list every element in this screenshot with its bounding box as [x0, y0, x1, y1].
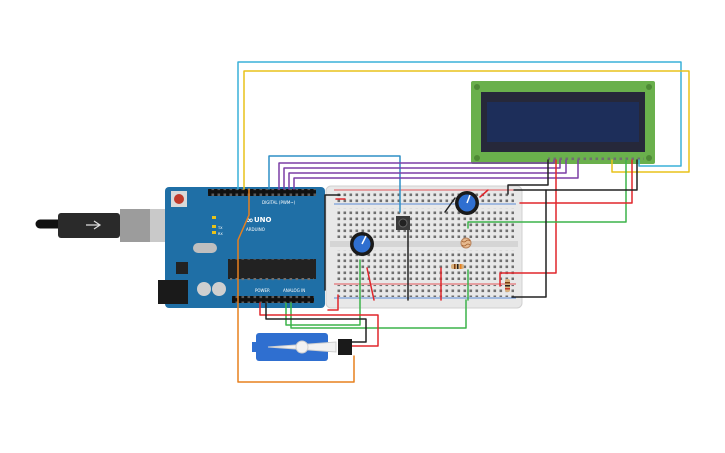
led-l — [212, 216, 216, 219]
lcd-16x2[interactable] — [471, 81, 655, 164]
wire-purple-2[interactable] — [283, 159, 561, 190]
center-channel — [330, 241, 518, 247]
servo-horn-hub — [295, 340, 309, 354]
usb-icon — [86, 220, 102, 230]
resistor-2[interactable] — [505, 279, 510, 292]
photoresistor[interactable] — [460, 237, 472, 249]
top-power-rail[interactable] — [336, 191, 514, 203]
voltage-regulator — [176, 262, 188, 274]
lcd-mount-hole-3 — [474, 155, 480, 161]
wire-red-lcd-2[interactable] — [519, 159, 633, 204]
wire-black-pot2[interactable] — [444, 197, 456, 213]
breadboard[interactable] — [325, 185, 523, 309]
wire-purple-1[interactable] — [278, 159, 555, 190]
analog-header-label: ANALOG IN — [283, 288, 305, 293]
arduino-uno-board[interactable]: ∞ UNO ARDUINO DIGITAL (PWM~) POWER ANALO… — [158, 187, 325, 308]
atmega-chip — [228, 259, 316, 279]
pushbutton[interactable] — [396, 216, 410, 230]
wire-red-pot2[interactable] — [479, 189, 489, 198]
rx-label: RX — [218, 232, 223, 236]
power-jack — [158, 280, 188, 304]
wire-red-5v[interactable] — [259, 302, 379, 347]
pushbutton-cap[interactable] — [398, 218, 408, 228]
led-rx — [212, 231, 216, 234]
wire-red-rail[interactable] — [327, 294, 339, 311]
arduino-logo-icon: ∞ — [246, 216, 254, 226]
resistor2-band-1 — [505, 282, 510, 284]
ldr-trace — [461, 239, 471, 247]
lcd-mount-hole-4 — [646, 155, 652, 161]
chip-pins-bottom — [230, 278, 314, 281]
resistor1-band-1 — [454, 264, 456, 269]
resistor-1[interactable] — [451, 264, 464, 269]
servo-connector — [338, 339, 352, 355]
wire-purple-4[interactable] — [293, 159, 579, 190]
wire-black-gnd[interactable] — [265, 302, 367, 343]
resistor2-band-2 — [505, 285, 510, 287]
lcd-pin-header[interactable] — [548, 157, 644, 163]
wire-blue-button[interactable] — [268, 155, 401, 213]
arduino-brand-label: ARDUINO — [246, 227, 265, 232]
capacitor-2 — [212, 282, 226, 296]
pot1-indicator — [361, 235, 367, 245]
pot2-indicator — [466, 194, 471, 204]
resistor2-band-3 — [505, 288, 510, 290]
led-tx — [212, 225, 216, 228]
resistor1-band-3 — [460, 264, 462, 269]
micro-servo[interactable] — [252, 333, 352, 361]
wire-yellow[interactable] — [243, 70, 690, 190]
chip-pins-top — [230, 257, 314, 260]
lcd-mount-hole-1 — [474, 84, 480, 90]
arduino-model-label: UNO — [254, 216, 272, 224]
capacitor-1 — [197, 282, 211, 296]
resistor1-band-2 — [457, 264, 459, 269]
wire-black-right[interactable] — [511, 189, 547, 298]
wire-orange-servo[interactable] — [237, 188, 355, 383]
wire-purple-3[interactable] — [288, 159, 567, 190]
lcd-mount-hole-2 — [646, 84, 652, 90]
power-header-label: POWER — [255, 288, 270, 293]
wire-green-lcd[interactable] — [467, 159, 627, 229]
wire-cyan[interactable] — [237, 61, 682, 190]
lcd-screen — [487, 102, 639, 142]
digital-header-pins — [208, 189, 316, 196]
power-analog-pins — [232, 296, 314, 303]
usb-cable[interactable] — [35, 209, 168, 242]
wire-green-pot1[interactable] — [285, 259, 361, 326]
crystal — [193, 243, 217, 253]
reset-button[interactable] — [174, 194, 184, 204]
wire-black-lcd[interactable] — [507, 159, 549, 195]
digital-header-label: DIGITAL (PWM~) — [262, 200, 296, 205]
potentiometer-2[interactable] — [455, 191, 479, 215]
ldr-body — [460, 237, 472, 249]
usb-plug-metal — [120, 209, 150, 242]
wire-black-lcd-2[interactable] — [513, 159, 638, 191]
tx-label: TX — [217, 226, 223, 230]
wire-red-pot1[interactable] — [366, 267, 375, 301]
wires[interactable] — [237, 61, 690, 383]
usb-port — [150, 209, 168, 242]
potentiometer-1[interactable] — [350, 232, 374, 256]
servo-tab-left — [252, 342, 260, 352]
bottom-power-rail[interactable] — [336, 285, 514, 297]
wire-black-left-rail[interactable] — [324, 194, 341, 291]
wire-red-lcd[interactable] — [499, 159, 557, 287]
